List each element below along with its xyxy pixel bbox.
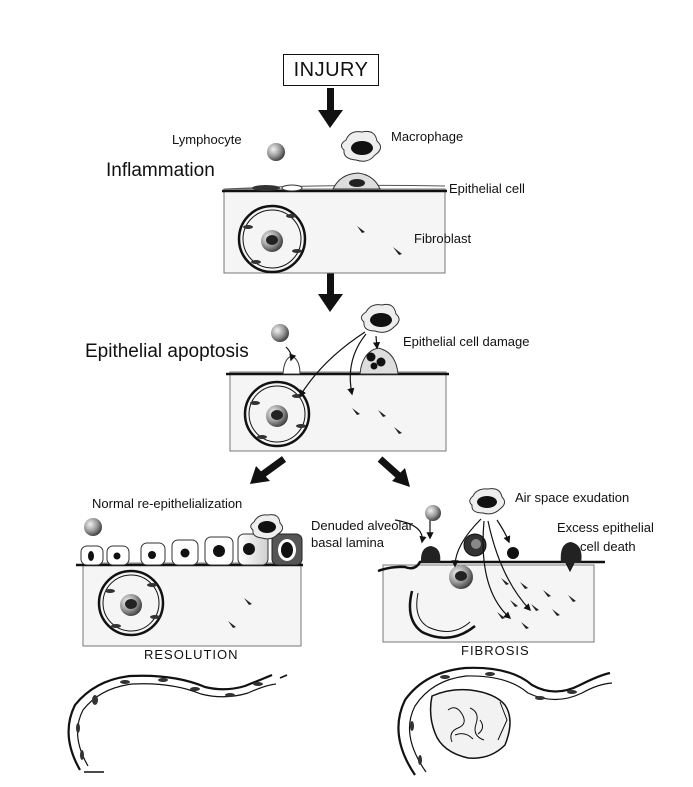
injury-box: INJURY xyxy=(283,54,379,86)
normal-reepithelialization-label: Normal re-epithelialization xyxy=(92,496,242,511)
inflammation-label: Inflammation xyxy=(106,160,215,182)
macrophage-cell-4 xyxy=(470,489,505,514)
epithelial-cell-damage-label: Epithelial cell damage xyxy=(403,334,529,349)
resolution-label: RESOLUTION xyxy=(144,647,239,662)
main-arrow-2 xyxy=(318,272,343,312)
panel-fibrosis xyxy=(378,519,605,642)
fibrosis-label: FIBROSIS xyxy=(461,643,530,658)
branch-arrow-right xyxy=(380,459,410,487)
epithelial-cell-label: Epithelial cell xyxy=(449,181,525,196)
denuded-label-line1: Denuded alveolar xyxy=(311,518,413,533)
macrophage-cell-2 xyxy=(361,304,399,332)
macrophage-label: Macrophage xyxy=(391,129,463,144)
epithelial-apoptosis-label: Epithelial apoptosis xyxy=(85,341,249,363)
air-space-exudation-label: Air space exudation xyxy=(515,490,629,505)
injury-label: INJURY xyxy=(294,59,369,82)
main-arrow-1 xyxy=(318,88,343,128)
excess-label-line2: cell death xyxy=(580,539,636,554)
lymphocyte-cell-3 xyxy=(84,518,102,536)
branch-arrow-left xyxy=(250,459,284,484)
panel-apoptosis xyxy=(226,332,449,451)
denuded-label-line2: basal lamina xyxy=(311,535,384,550)
lymphocyte-cell-2 xyxy=(271,324,289,342)
excess-label-line1: Excess epithelial xyxy=(557,520,654,535)
lymphocyte-cell-4 xyxy=(425,505,441,521)
lymphocyte-label: Lymphocyte xyxy=(172,132,242,147)
fibroblast-label: Fibroblast xyxy=(414,231,471,246)
panel-resolution xyxy=(76,534,303,646)
macrophage-cell xyxy=(341,131,380,161)
panel-inflammation xyxy=(222,173,447,273)
alveolus-fibrosis xyxy=(398,668,612,775)
alveolus-resolution xyxy=(69,675,287,772)
lymphocyte-cell xyxy=(267,143,285,161)
